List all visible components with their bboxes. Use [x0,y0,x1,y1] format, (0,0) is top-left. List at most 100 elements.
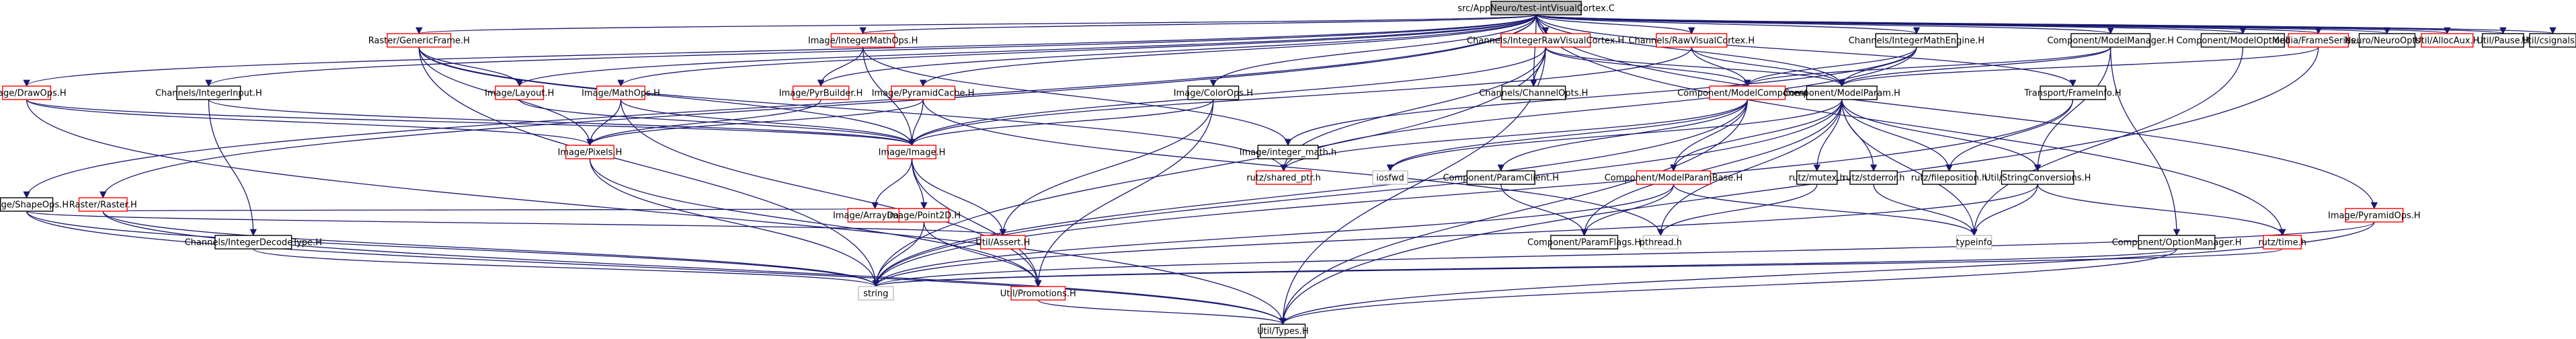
node-image-pyramidcache[interactable]: Image/PyramidCache.H [872,85,975,100]
node-label: Channels/IntegerDecodeType.H [185,238,322,248]
node-box [830,33,895,48]
node-util-csignals[interactable]: Util/csignals.H [2522,33,2576,48]
node-label: rutz/mutex.h [1789,174,1845,184]
node-util-promotions[interactable]: Util/Promotions.H [1000,286,1076,301]
node-channels-rawvisualcortex[interactable]: Channels/RawVisualCortex.H [1629,33,1755,48]
node-neuro-neuroopts[interactable]: Neuro/NeuroOpts.H [2345,33,2430,48]
edge-image_mathops-to-image_pixels [586,99,622,147]
node-image-point2d[interactable]: Image/Point2D.H [887,208,961,223]
node-channels-integermathengine[interactable]: Channels/IntegerMathEngine.H [1849,33,1984,48]
node-component-optionmanager[interactable]: Component/OptionManager.H [2112,235,2242,250]
node-image-shapeops[interactable]: Image/ShapeOps.H [0,197,69,212]
node-image-colorops[interactable]: Image/ColorOps.H [1174,85,1253,100]
node-channels-integerrawvisualcortex[interactable]: Channels/IntegerRawVisualCortex.H [1467,33,1624,48]
edge-channels_integermathengine-to-component_modelparam [1838,46,1917,87]
node-string[interactable]: string [858,286,894,301]
edge-component_modelparambase-to-typeinfo [1673,184,1978,237]
node-util-assert[interactable]: Util/Assert.H [975,235,1030,250]
edge-component_modelparam-to-component_modelparambase [1670,99,1843,172]
node-component-modelparam[interactable]: Component/ModelParam.H [1783,85,1900,100]
node-image-drawops[interactable]: Image/DrawOps.H [0,85,67,100]
edge-root-to-image_pyramidcache [920,14,1537,87]
node-rutz-mutex[interactable]: rutz/mutex.h [1789,170,1845,185]
edge-component_paramclient-to-component_paramflags [1500,184,1588,237]
node-label: Image/PyramidCache.H [872,89,975,99]
node-box [887,145,936,159]
node-label: Component/ModelManager.H [2047,36,2174,46]
node-pthread[interactable]: pthread.h [1640,235,1682,250]
edge-util_promotions-to-util_types [1037,299,1287,326]
node-rutz-fileposition[interactable]: rutz/fileposition.h [1911,170,1988,185]
node-label: Raster/GenericFrame.H [368,36,470,46]
edge-image_drawops-to-image_pixels [26,99,594,147]
node-image-image[interactable]: Image/Image.H [879,145,946,159]
node-label: Image/integer_math.h [1240,148,1336,158]
node-label: Image/ArrayData.H [833,211,917,221]
edge-image_pyramidcache-to-image_pixels [586,99,924,147]
edge-component_modelparam-to-iosfwd [1386,99,1843,172]
node-image-layout[interactable]: Image/Layout.H [485,85,554,100]
node-component-paramclient[interactable]: Component/ParamClient.H [1443,170,1559,185]
edge-image_integermathops-to-image_integer_math [862,46,1292,147]
node-box [858,286,894,301]
node-raster-genericframe[interactable]: Raster/GenericFrame.H [368,33,470,48]
node-channels-channelopts[interactable]: Channels/ChannelOpts.H [1479,85,1588,100]
node-util-types[interactable]: Util/Types.H [1257,324,1309,338]
node-label: Image/MathOps.H [581,89,660,99]
node-component-modelcomponent[interactable]: Component/ModelComponent.H [1677,85,1818,100]
node-component-modeloptiondef[interactable]: Component/ModelOptionDef.H [2176,33,2309,48]
node-label: Channels/IntegerInput.H [155,89,262,99]
node-label: Component/ModelParam.H [1783,89,1900,99]
node-raster-raster[interactable]: Raster/Raster.H [69,197,137,212]
node-image-pyramidops[interactable]: Image/PyramidOps.H [2328,208,2421,223]
node-label: Util/Types.H [1257,327,1309,337]
node-image-integermathops[interactable]: Image/IntegerMathOps.H [808,33,918,48]
node-label: Image/Image.H [879,148,946,158]
node-component-modelparambase[interactable]: Component/ModelParamBase.H [1605,170,1743,185]
node-media-frameseries[interactable]: Media/FrameSeries.H [2272,33,2365,48]
edge-channels_integerrawvisualcortex-to-component_modelparam [1545,46,1845,87]
node-box [1010,286,1066,301]
edge-component_modelparam-to-typeinfo [1841,99,1978,237]
node-box [495,85,545,100]
node-util-allocaux[interactable]: Util/AllocAux.H [2415,33,2479,48]
edge-component_modelcomponent-to-rutz_shared_ptr [1280,99,1748,172]
edge-image_shapeops-to-string [26,211,879,288]
node-label: Util/Pause.H [2477,36,2529,46]
node-box [2421,33,2474,48]
node-image-pyrbuilder[interactable]: Image/PyrBuilder.H [779,85,863,100]
node-channels-integerinput[interactable]: Channels/IntegerInput.H [155,85,262,100]
node-box [1501,85,1566,100]
node-box [0,197,54,212]
node-channels-integerdecodetype[interactable]: Channels/IntegerDecodeType.H [185,235,322,250]
node-typeinfo[interactable]: typeinfo [1956,235,1992,250]
edge-root-to-component_modeloptiondef [1535,14,2246,35]
edge-raster_genericframe-to-image_layout [418,46,523,87]
edge-image_pixels-to-string [589,158,880,288]
edge-root-to-image_pyramidops [1535,14,2378,210]
node-rutz-stderror[interactable]: rutz/stderror.h [1843,170,1905,185]
node-transport-frameinfo[interactable]: Transport/FrameInfo.H [2023,85,2122,100]
node-root[interactable]: src/AppNeuro/test-intVisualCortex.C [1457,1,1615,15]
node-util-stringconversions[interactable]: Util/StringConversions.H [1984,170,2091,185]
node-label: Component/OptionManager.H [2112,238,2242,248]
edge-util_stringconversions-to-rutz_time [2037,184,2286,237]
node-label: typeinfo [1956,238,1992,248]
node-label: Neuro/NeuroOpts.H [2345,36,2430,46]
node-image-pixels[interactable]: Image/Pixels.H [558,145,622,159]
node-rutz-shared-ptr[interactable]: rutz/shared_ptr.h [1246,170,1321,185]
edge-root-to-channels_integermathengine [1535,14,1920,35]
edge-channels_integermathengine-to-component_modelcomponent [1744,46,1917,87]
node-box [1849,170,1898,185]
node-rutz-time[interactable]: rutz/time.h [2258,235,2306,250]
edge-image_image-to-util_assert [911,158,1007,237]
node-image-mathops[interactable]: Image/MathOps.H [581,85,660,100]
node-box [387,33,452,48]
node-iosfwd[interactable]: iosfwd [1372,170,1408,185]
node-util-pause[interactable]: Util/Pause.H [2477,33,2530,48]
node-component-modelmanager[interactable]: Component/ModelManager.H [2047,33,2174,48]
node-image-integer-math[interactable]: Image/integer_math.h [1240,145,1336,159]
edge-root-to-image_colorops [1209,14,1537,87]
node-component-paramflags[interactable]: Component/ParamFlags.H [1527,235,1641,250]
